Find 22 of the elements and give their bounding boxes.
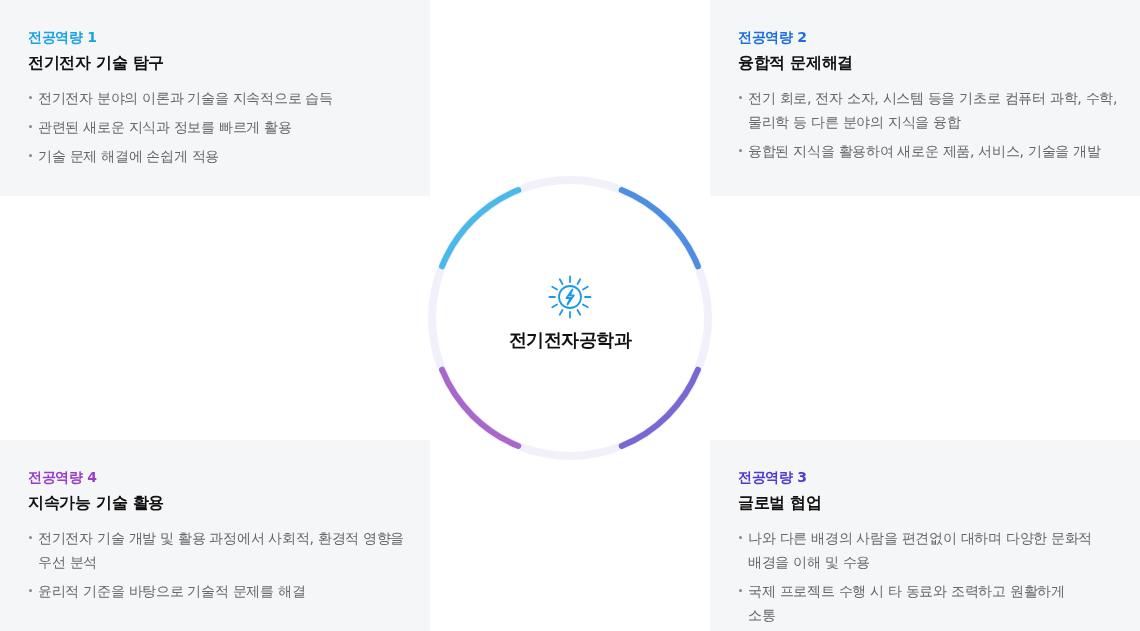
competency-panel bbox=[710, 0, 1140, 196]
competency-label: 전공역량 4 bbox=[28, 468, 97, 487]
bullet-item: 관련된 새로운 지식과 정보를 빠르게 활용 bbox=[28, 115, 413, 139]
competency-title: 전기전자 기술 탐구 bbox=[28, 52, 165, 74]
competency-title: 융합적 문제해결 bbox=[738, 52, 854, 74]
competency-label: 전공역량 3 bbox=[738, 468, 807, 487]
bullet-item: 기술 문제 해결에 손쉽게 적용 bbox=[28, 144, 413, 168]
bullet-item: 국제 프로젝트 수행 시 타 동료와 조력하고 원활하게 소통 bbox=[738, 579, 1096, 627]
bullet-item: 전기 회로, 전자 소자, 시스템 등을 기초로 컴퓨터 과학, 수학, 물리학 등 다른 분야의 지식을 융합 bbox=[738, 86, 1124, 134]
competency-title: 글로벌 협업 bbox=[738, 492, 822, 514]
department-name: 전기전자공학과 bbox=[508, 328, 632, 352]
bullet-item: 나와 다른 배경의 사람을 편견없이 대하며 다양한 문화적 배경을 이해 및 수용 bbox=[738, 526, 1096, 574]
competency-label: 전공역량 1 bbox=[28, 28, 97, 47]
competency-panel bbox=[0, 0, 430, 196]
bullet-item: 융합된 지식을 활용하여 새로운 제품, 서비스, 기술을 개발 bbox=[738, 139, 1124, 163]
competency-label: 전공역량 2 bbox=[738, 28, 807, 47]
bullet-item: 전기전자 분야의 이론과 기술을 지속적으로 습득 bbox=[28, 86, 413, 110]
bullet-item: 전기전자 기술 개발 및 활용 과정에서 사회적, 환경적 영향을 우선 분석 bbox=[28, 526, 414, 574]
competency-panel bbox=[710, 440, 1140, 631]
bullet-item: 윤리적 기준을 바탕으로 기술적 문제를 해결 bbox=[28, 579, 414, 603]
competency-title: 지속가능 기술 활용 bbox=[28, 492, 165, 514]
competency-panel bbox=[0, 440, 430, 631]
